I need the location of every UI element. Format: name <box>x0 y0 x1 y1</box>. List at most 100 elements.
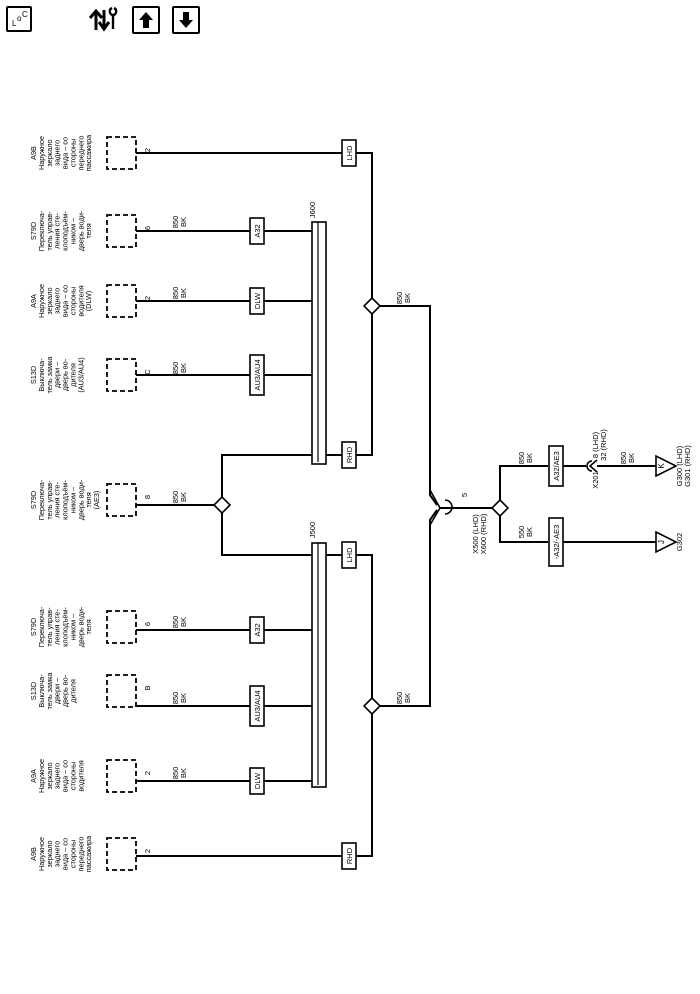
wire-label-line: BK <box>179 492 188 502</box>
component-body <box>106 674 137 708</box>
component-label-line: Переключа- <box>37 210 46 251</box>
ground-j-label-line: G302 <box>675 533 684 551</box>
component-label-line: дителя <box>68 363 77 387</box>
component-label-line: двери – <box>53 677 62 704</box>
tag-rhd-2-line: RHD <box>345 847 354 864</box>
tag-au3-2-line: AU3/AU4 <box>253 690 262 721</box>
pin-label: 2 <box>143 771 152 775</box>
component-label-line: S79D <box>29 491 38 509</box>
component-label-line: переднего <box>76 837 85 872</box>
pin-label: 6 <box>143 622 152 626</box>
splice-right <box>490 498 510 518</box>
pin-label-line: 2 <box>143 771 152 775</box>
component-label-line: S13D <box>29 366 38 384</box>
wire-label-line: 850 <box>171 491 180 504</box>
component-body <box>106 759 137 793</box>
wire-label-line: BK <box>627 453 636 463</box>
pin-label: B <box>143 685 152 690</box>
wire <box>380 509 438 707</box>
wire <box>356 554 373 698</box>
ground-k-label-line: G301 (RHD) <box>683 445 692 487</box>
component-label-line: Переключа- <box>37 479 46 520</box>
component-body <box>106 214 137 248</box>
component-label-line: двери – <box>53 361 62 388</box>
wire-label-line: BK <box>179 768 188 778</box>
component-label-line: водителя <box>76 760 85 791</box>
component-label-line: тель управ- <box>45 480 54 520</box>
wire-label-line: BK <box>179 288 188 298</box>
component-label-line: переднего <box>76 136 85 171</box>
svg-text:C: C <box>22 10 28 19</box>
pin-label: 2 <box>143 296 152 300</box>
arrow-down-icon <box>179 12 193 28</box>
tag-a32ae3: A32/AE3 <box>552 451 561 481</box>
tag-rhd-2: RHD <box>345 847 354 864</box>
component-label-line: Наружное <box>37 837 46 871</box>
ground-k-letter: K <box>657 463 666 469</box>
wire <box>380 305 438 506</box>
component-label-line: вида – со <box>61 137 70 169</box>
ground-k <box>655 454 678 478</box>
wire-label-line: 850 <box>517 452 526 465</box>
tag-a32-2-line: A32 <box>253 623 262 636</box>
connector-x500-arrow <box>429 489 441 526</box>
page-up-button[interactable] <box>132 6 160 34</box>
component-label-line: дверь води- <box>76 210 85 251</box>
pin-label-line: 2 <box>143 148 152 152</box>
component-label-line: Наружное <box>37 284 46 318</box>
tag-dlw-2: DLW <box>253 772 262 789</box>
connector-x201-name-line: X201 <box>591 471 600 489</box>
component-label-line: стороны <box>68 287 77 315</box>
component-label-line: ником – <box>68 486 77 513</box>
tag-au3: AU3/AU4 <box>253 359 262 390</box>
component-label-line: тель замка <box>45 356 54 394</box>
wire-label-line: 850 <box>171 287 180 300</box>
component-label-line: вида – со <box>61 838 70 870</box>
component-label-line: теля <box>84 619 93 634</box>
tag-rhd: RHD <box>345 446 354 463</box>
wire-label-line: BK <box>179 217 188 227</box>
wire <box>356 313 373 456</box>
connector-x500-label-line: X500 (LHD) <box>471 514 480 554</box>
splice-upper <box>362 296 382 316</box>
component-label-line: ления сте- <box>53 609 62 645</box>
tag-lhd-mid-line: LHD <box>345 547 354 563</box>
wire <box>356 714 373 857</box>
svg-text:o: o <box>17 14 22 23</box>
tag-lhd-top-line: LHD <box>345 145 354 161</box>
component-label-line: вида – со <box>61 285 70 317</box>
component-label-line: Переключа- <box>37 606 46 647</box>
tag-dlw-2-line: DLW <box>253 772 262 789</box>
component-label-line: заднего <box>53 140 62 166</box>
component-label-line: клоподъём- <box>61 211 70 251</box>
wire-label-line: 850 <box>171 216 180 229</box>
ground-k-label: G300 (LHD)G301 (RHD) <box>675 445 692 487</box>
tag-lhd-mid: LHD <box>345 547 354 563</box>
component-connector-button[interactable] <box>86 4 122 34</box>
connector-x201-pin <box>588 459 598 473</box>
pin-label: 2 <box>143 849 152 853</box>
connector-j500-label: J500 <box>308 522 317 538</box>
component-label-line: пассажира <box>84 835 93 872</box>
wire-label-line: BK <box>179 363 188 373</box>
tag-au3-2: AU3/AU4 <box>253 690 262 721</box>
page-down-button[interactable] <box>172 6 200 34</box>
connector-x500-label: X500 (LHD)X600 (RHD) <box>471 513 488 554</box>
pin-label-line: 2 <box>143 849 152 853</box>
locator-button[interactable]: L o C <box>6 6 32 32</box>
tag-rhd-line: RHD <box>345 446 354 463</box>
component-label-line: клоподъём- <box>61 607 70 647</box>
wire <box>499 465 548 500</box>
pin-label: C <box>143 369 152 375</box>
component-label-line: заднего <box>53 841 62 867</box>
